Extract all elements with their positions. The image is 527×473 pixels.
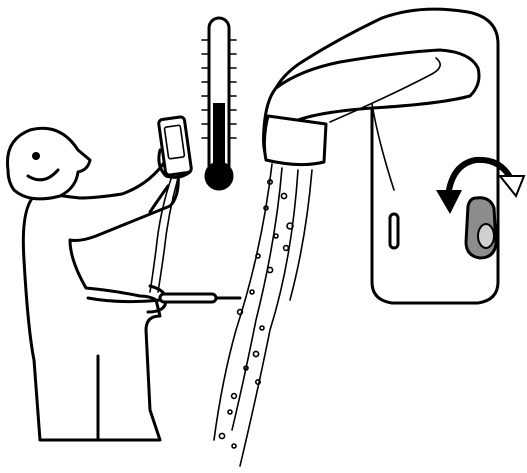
thermometer-bulb (206, 163, 232, 189)
water-bubbles (219, 180, 293, 448)
person-figure (7, 128, 178, 440)
lever-handle[interactable] (466, 198, 496, 258)
lever-handle-highlight (478, 224, 494, 248)
person-head (7, 128, 90, 199)
thermometer (202, 18, 236, 189)
faucet-spout-front (264, 116, 326, 165)
rotate-arrow-tail (500, 176, 524, 196)
person-eye (32, 152, 40, 160)
sensor-faucet (264, 9, 525, 303)
water-stream (214, 164, 312, 466)
probe-handle (160, 294, 216, 302)
